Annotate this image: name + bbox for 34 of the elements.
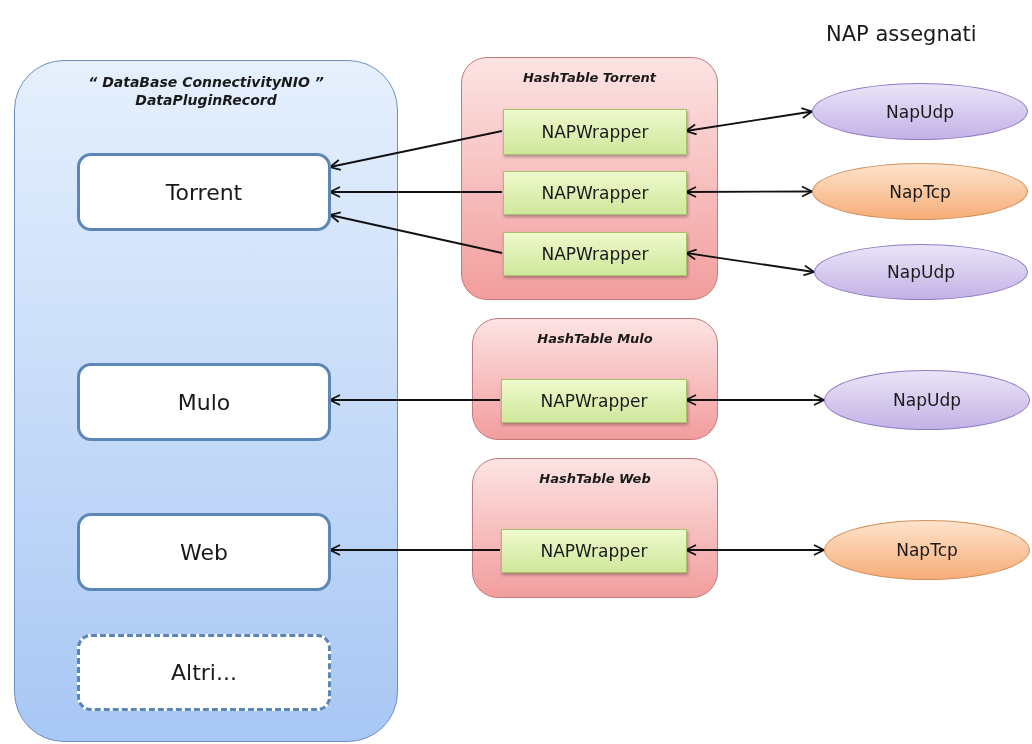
wrapper-box: NAPWrapper [501, 529, 687, 573]
protocol-ellipse: NapTcp [812, 163, 1028, 220]
plugin-box: Mulo [77, 363, 331, 441]
plugin-box: Torrent [77, 153, 331, 231]
arrow [685, 248, 815, 277]
panel-title: HashTable Torrent [522, 70, 657, 87]
wrapper-box: NAPWrapper [503, 109, 687, 155]
arrow [685, 394, 825, 406]
panel-title: HashTable Web [539, 471, 651, 488]
hashtable-panel [461, 57, 718, 300]
panel-title: HashTable Mulo [537, 331, 653, 348]
hashtable-panel [472, 458, 718, 598]
plugin-box: Web [77, 513, 331, 591]
protocol-ellipse: NapUdp [812, 83, 1028, 140]
note-text: NAP assegnati [826, 22, 977, 46]
protocol-ellipse: NapUdp [824, 370, 1030, 430]
arrow [329, 211, 503, 254]
wrapper-box: NAPWrapper [503, 232, 687, 276]
arrow [685, 544, 825, 556]
arrow [329, 186, 503, 198]
panel-title: “ DataBase ConnectivityNIO ” [88, 73, 324, 92]
arrow [685, 107, 813, 136]
plugin-box: Altri... [77, 634, 331, 711]
arrow [329, 130, 503, 171]
protocol-ellipse: NapUdp [814, 244, 1028, 300]
wrapper-box: NAPWrapper [503, 171, 687, 215]
arrow [329, 394, 501, 406]
wrapper-box: NAPWrapper [501, 379, 687, 423]
arrow [329, 544, 501, 556]
hashtable-panel [472, 318, 718, 440]
arrow [685, 185, 813, 198]
panel-title: DataPluginRecord [135, 91, 277, 110]
database-panel [14, 60, 398, 742]
protocol-ellipse: NapTcp [824, 520, 1030, 580]
